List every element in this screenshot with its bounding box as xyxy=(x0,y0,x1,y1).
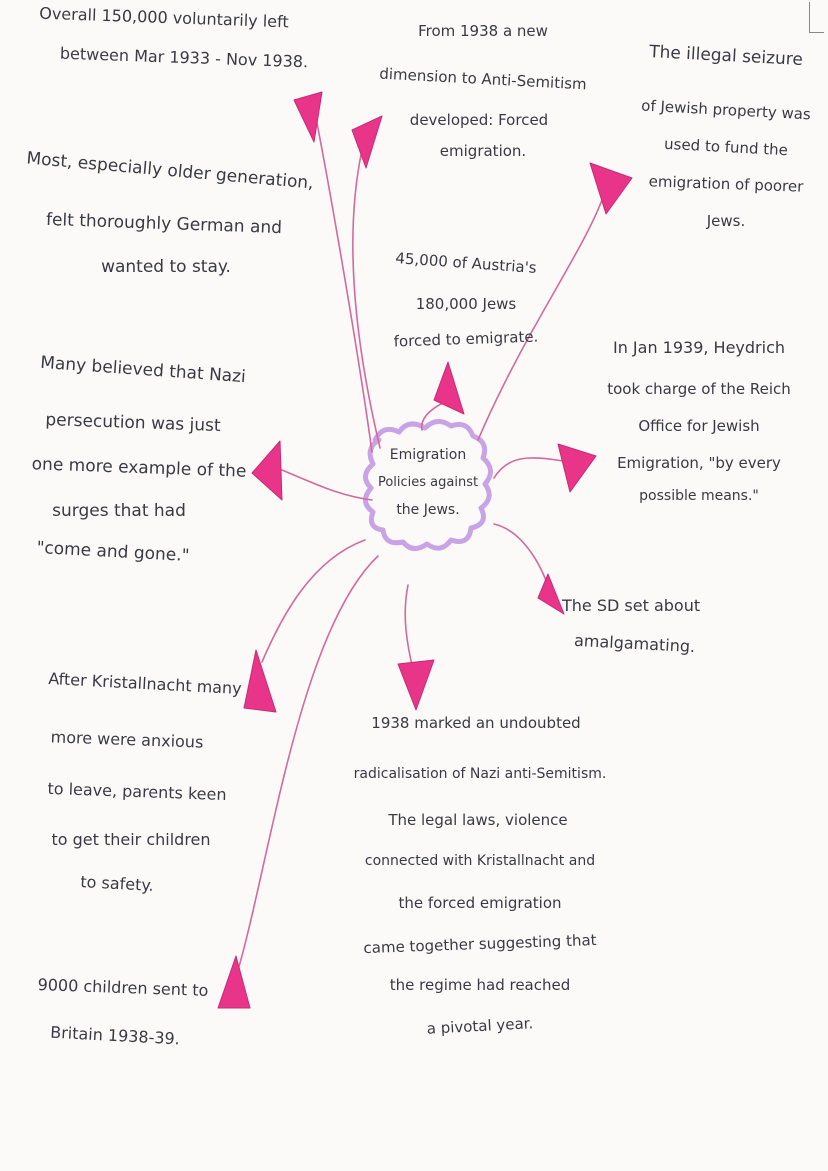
note-property-seizure: The illegal seizure of Jewish property w… xyxy=(628,42,824,230)
note-line: Jews. xyxy=(706,212,746,230)
note-line: to get their children xyxy=(51,830,211,849)
note-heydrich: In Jan 1939, Heydrich took charge of the… xyxy=(588,338,810,504)
note-line: Emigration, "by every xyxy=(617,454,781,472)
note-line: 180,000 Jews xyxy=(415,295,517,313)
note-voluntary-emigration: Overall 150,000 voluntarily left between… xyxy=(34,4,314,72)
topic-cloud-bubble xyxy=(363,419,493,551)
note-line: more were anxious xyxy=(50,727,204,752)
arrowhead-new-dimension xyxy=(351,115,383,169)
note-line: From 1938 a new xyxy=(418,22,548,40)
connector-kristallnacht xyxy=(261,539,366,663)
note-line: felt thoroughly German and xyxy=(45,209,283,239)
note-line: emigration. xyxy=(439,142,527,160)
note-line: came together suggesting that xyxy=(363,930,597,958)
note-children-to-britain: 9000 children sent to Britain 1938-39. xyxy=(18,975,228,1048)
note-line: to leave, parents keen xyxy=(47,778,227,805)
arrowhead-voluntary xyxy=(293,91,323,143)
arrowhead-sd xyxy=(537,573,565,615)
topic-line: the Jews. xyxy=(396,502,460,518)
arrowhead-radicalisation xyxy=(397,659,435,711)
connector-persecution xyxy=(281,469,373,501)
note-line: emigration of poorer xyxy=(648,172,804,196)
note-new-dimension: From 1938 a new dimension to Anti-Semiti… xyxy=(368,24,598,159)
note-line: persecution was just xyxy=(45,409,221,437)
arrowhead-heydrich xyxy=(557,443,597,493)
note-line: In Jan 1939, Heydrich xyxy=(612,338,786,357)
note-older-generation: Most, especially older generation, felt … xyxy=(20,148,320,276)
note-line: possible means." xyxy=(639,488,759,504)
connector-new-dimension xyxy=(352,149,381,449)
note-line: The SD set about xyxy=(562,596,701,615)
connector-heydrich xyxy=(493,457,569,479)
note-radicalisation: 1938 marked an undoubted radicalisation … xyxy=(330,716,630,1038)
note-line: 1938 marked an undoubted xyxy=(371,714,581,732)
page-corner-mark xyxy=(809,2,824,33)
note-line: 9000 children sent to xyxy=(37,975,209,1000)
arrowhead-persecution xyxy=(251,440,283,501)
note-line: radicalisation of Nazi anti-Semitism. xyxy=(353,766,607,782)
connector-austria xyxy=(420,401,446,431)
central-topic: Emigration Policies against the Jews. xyxy=(360,448,496,531)
note-line: developed: Forced xyxy=(409,111,549,129)
arrowhead-property xyxy=(589,162,633,215)
note-sd: The SD set about amalgamating. xyxy=(562,596,762,657)
connector-children xyxy=(237,555,379,971)
connector-sd xyxy=(493,523,551,593)
arrowhead-austria xyxy=(433,361,465,415)
note-line: forced to emigrate. xyxy=(393,327,539,351)
note-line: Office for Jewish xyxy=(638,417,760,435)
note-line: surges that had xyxy=(52,501,186,521)
note-after-kristallnacht: After Kristallnacht many more were anxio… xyxy=(16,669,266,895)
note-austria-emigration: 45,000 of Austria's 180,000 Jews forced … xyxy=(376,249,556,351)
note-line: one more example of the xyxy=(31,454,247,482)
note-line: wanted to stay. xyxy=(101,257,231,277)
topic-line: Emigration xyxy=(389,447,467,463)
note-line: used to fund the xyxy=(663,134,789,160)
note-line: The legal laws, violence xyxy=(388,811,568,829)
note-line: connected with Kristallnacht and xyxy=(364,853,596,869)
topic-line: Policies against xyxy=(377,475,479,490)
arrowhead-children xyxy=(217,955,251,1009)
note-line: dimension to Anti-Semitism xyxy=(378,64,588,94)
connector-voluntary xyxy=(315,117,373,453)
connector-property xyxy=(477,191,606,441)
note-line: the regime had reached xyxy=(389,976,571,994)
arrowhead-kristallnacht xyxy=(243,649,277,713)
note-line: took charge of the Reich xyxy=(607,380,791,398)
note-line: of Jewish property was xyxy=(640,96,812,124)
connector-radicalisation xyxy=(404,584,413,666)
note-line: the forced emigration xyxy=(398,894,562,912)
note-persecution-belief: Many believed that Nazi persecution was … xyxy=(18,353,268,566)
